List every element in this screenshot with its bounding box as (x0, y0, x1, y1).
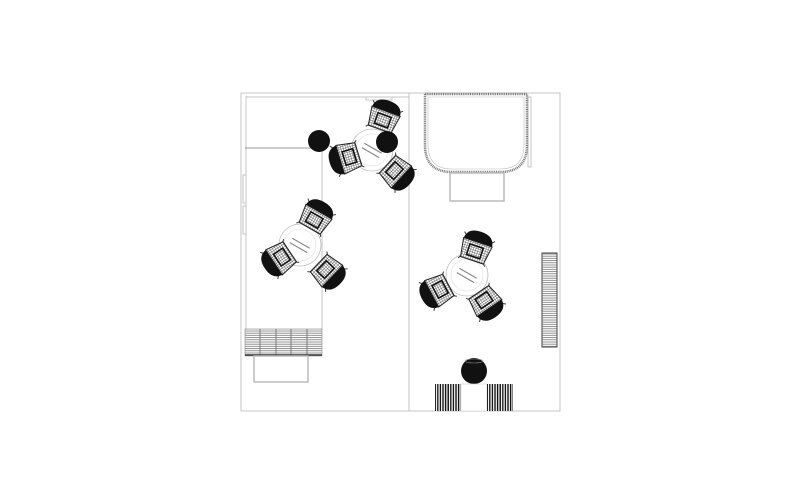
window-left-1 (242, 174, 247, 204)
table-group-top (328, 99, 417, 193)
bench-base (253, 355, 309, 383)
bench (244, 328, 323, 357)
window-left-2 (242, 205, 247, 235)
chair (328, 139, 365, 178)
stool (461, 358, 487, 384)
chair (465, 282, 507, 323)
cutlery-icon (456, 267, 477, 284)
chair (418, 271, 457, 311)
radiator (541, 252, 558, 348)
side-cabinets (435, 383, 513, 412)
chair (296, 198, 336, 238)
cutlery-icon (289, 237, 310, 254)
window-top (365, 96, 393, 101)
walls (240, 92, 561, 412)
chair (457, 230, 496, 267)
table-group-left (260, 198, 348, 292)
bathtub (423, 92, 529, 174)
window-right (527, 96, 532, 168)
cutlery-icon (361, 142, 382, 159)
chair (260, 238, 300, 280)
bath-step (449, 172, 505, 202)
round-stool-1 (308, 130, 330, 152)
table-group-right (418, 230, 507, 323)
outer-wall (240, 92, 561, 412)
chair (307, 251, 348, 292)
round-stool-2 (376, 131, 398, 153)
chair (376, 152, 417, 193)
